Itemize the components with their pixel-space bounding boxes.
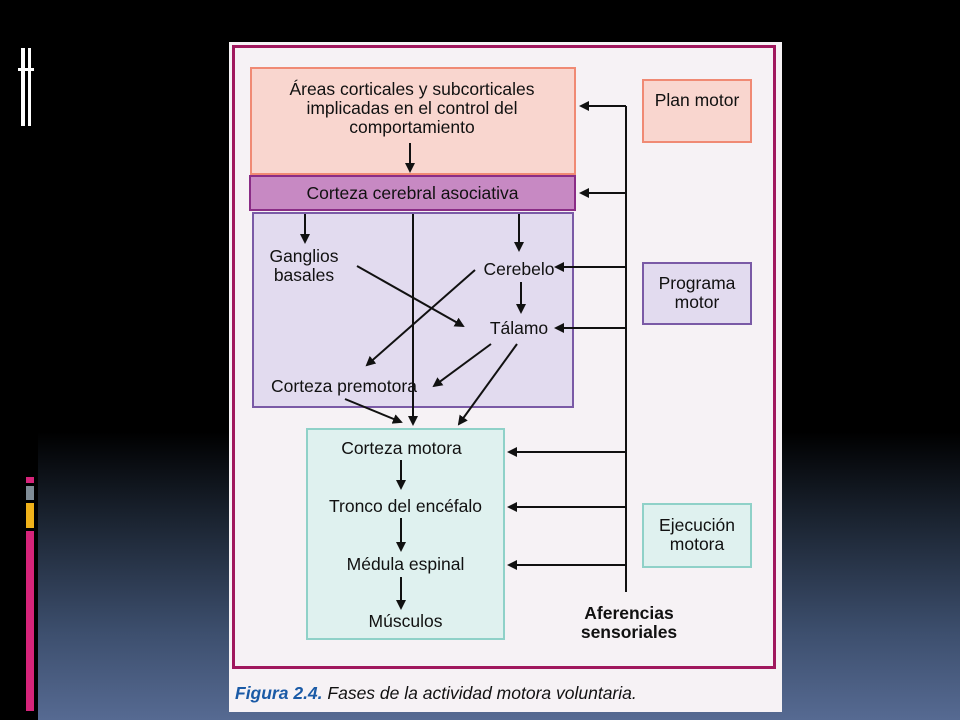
muscles-label: Músculos bbox=[368, 611, 443, 631]
motor-cortex-label: Corteza motora bbox=[341, 438, 462, 458]
figure-frame bbox=[232, 45, 776, 669]
figure-panel: Áreas corticales y subcorticales implica… bbox=[229, 42, 782, 712]
plan-region bbox=[250, 67, 576, 175]
execution-phase-box bbox=[642, 503, 752, 568]
sensory-afferents-label: Aferencias sensoriales bbox=[580, 603, 678, 642]
figure-caption: Figura 2.4. Fases de la actividad motora… bbox=[235, 683, 637, 704]
plan-phase-box bbox=[642, 79, 752, 143]
thalamus-label: Tálamo bbox=[489, 318, 549, 338]
execution-phase-label: Ejecución motora bbox=[659, 515, 735, 554]
cerebellum-label: Cerebelo bbox=[483, 259, 555, 279]
plan-phase-label: Plan motor bbox=[654, 90, 740, 110]
basal-ganglia-label: Ganglios basales bbox=[269, 246, 339, 285]
brainstem-label: Tronco del encéfalo bbox=[328, 496, 483, 516]
cortical-areas-label: Áreas corticales y subcorticales implica… bbox=[289, 79, 535, 137]
spinal-cord-label: Médula espinal bbox=[346, 554, 465, 574]
premotor-cortex-label: Corteza premotora bbox=[271, 376, 417, 396]
program-phase-label: Programa motor bbox=[658, 273, 736, 312]
associative-cortex-band bbox=[249, 175, 576, 211]
associative-cortex-label: Corteza cerebral asociativa bbox=[306, 183, 519, 203]
figure-number: Figura 2.4. bbox=[235, 683, 323, 703]
diagram-arrows bbox=[300, 101, 627, 610]
figure-caption-text: Fases de la actividad motora voluntaria. bbox=[327, 683, 637, 703]
program-phase-box bbox=[642, 262, 752, 325]
